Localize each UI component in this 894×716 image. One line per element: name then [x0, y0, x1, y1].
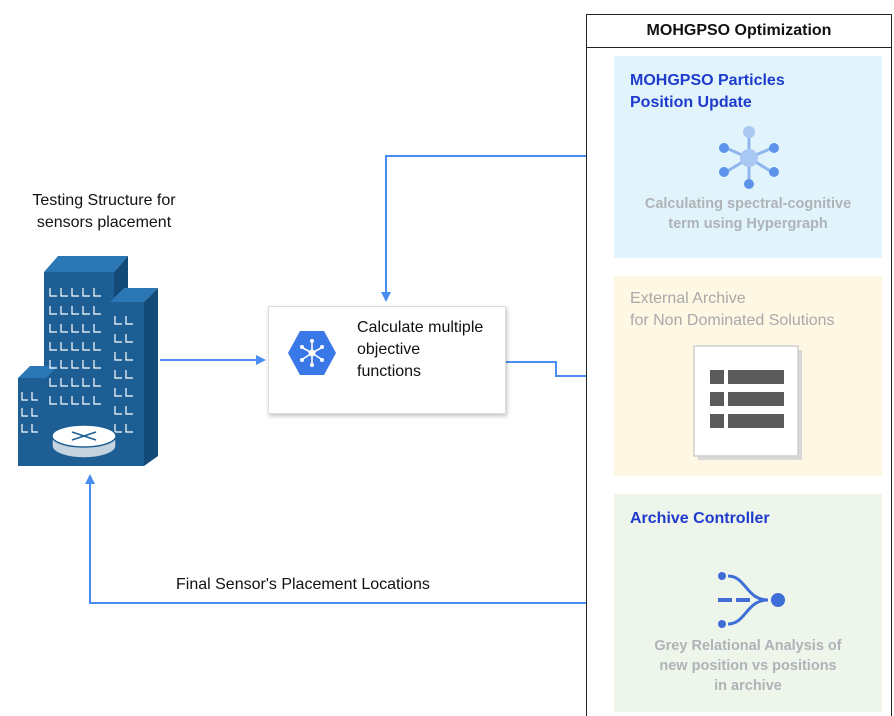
pso-card-title: MOHGPSO Particles Position Update	[630, 72, 785, 111]
panel-title: MOHGPSO Optimization	[586, 14, 892, 48]
arrow-pso-to-calc	[381, 155, 614, 302]
archive-card-title: External Archive for Non Dominated Solut…	[630, 290, 835, 329]
external-archive-card: External Archive for Non Dominated Solut…	[614, 276, 882, 476]
controller-card-title: Archive Controller	[630, 510, 770, 527]
calculate-objectives-box: Calculate multiple objective functions	[268, 306, 506, 414]
merge-flow-icon	[718, 572, 785, 628]
final-placement-label: Final Sensor's Placement Locations	[176, 576, 430, 593]
arrow-feedback-to-structure	[85, 474, 586, 604]
calculate-objectives-label: Calculate multiple objective functions	[357, 319, 484, 380]
hypergraph-icon	[719, 126, 779, 189]
controller-card-description: Grey Relational Analysis of new position…	[654, 638, 842, 694]
structure-label: Testing Structure for sensors placement	[32, 192, 176, 231]
pso-update-card: MOHGPSO Particles Position Update Calcul…	[614, 56, 882, 258]
pso-card-description: Calculating spectral-cognitive term usin…	[644, 196, 852, 232]
hexagon-network-icon	[288, 331, 336, 375]
arrow-calc-to-archive	[506, 361, 610, 381]
archive-controller-card: Archive Controller Grey Relational Analy…	[614, 494, 882, 712]
server-list-icon	[693, 345, 802, 460]
buildings-router-icon	[18, 256, 158, 466]
